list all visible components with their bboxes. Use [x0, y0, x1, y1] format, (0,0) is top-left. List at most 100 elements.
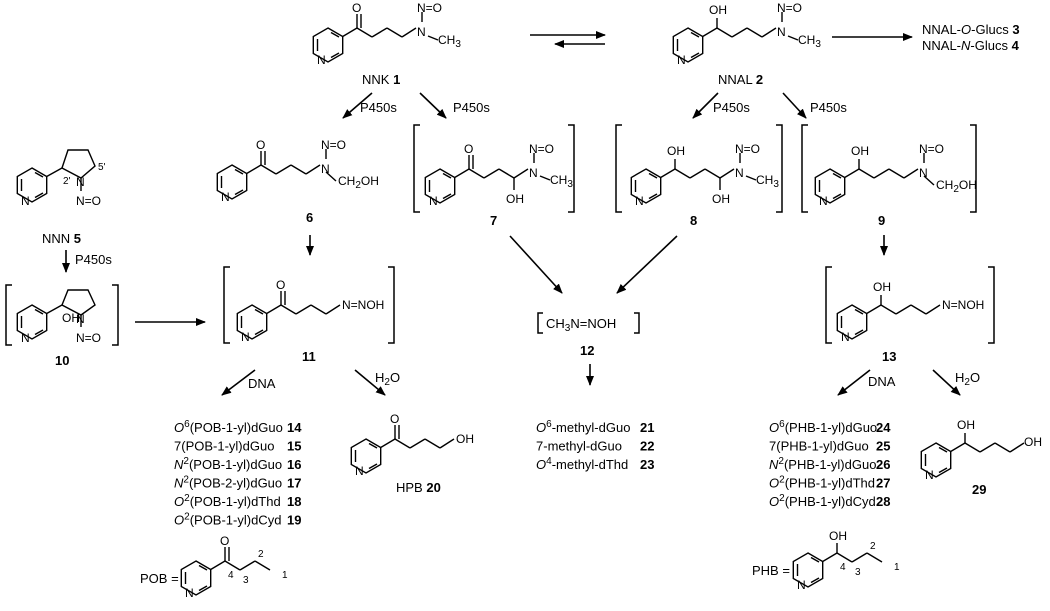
phb-label: PHB = [752, 563, 790, 578]
adduct-entry: 7(POB-1-yl)dGuo [174, 439, 274, 454]
adduct-entry: N2(POB-1-yl)dGuo [174, 456, 282, 472]
compound-8: OH N N N=O OH CH3 8 [615, 124, 783, 228]
pob-label: POB = [140, 571, 179, 586]
adduct-entry: N2(PHB-1-yl)dGuo [769, 456, 876, 472]
adduct-number: 27 [876, 476, 890, 491]
atom-n: N [777, 25, 786, 39]
svg-text:O: O [390, 412, 399, 426]
nnn-name: NNN [42, 231, 70, 246]
svg-text:1: 1 [282, 570, 288, 581]
adduct-entry: O2(PHB-1-yl)dThd [769, 475, 875, 491]
svg-text:N=O: N=O [76, 331, 101, 345]
adduct-entry: N2(POB-2-yl)dGuo [174, 475, 282, 491]
nnk-name: NNK [362, 72, 390, 87]
svg-text:N: N [925, 468, 934, 482]
svg-text:CH3: CH3 [438, 33, 461, 50]
adduct-number: 18 [287, 494, 301, 509]
p450-arrow [692, 92, 719, 119]
phb-legend: PHB = OH N 4 3 2 1 [752, 529, 900, 592]
adduct-entry: O2(POB-1-yl)dCyd [174, 512, 281, 528]
svg-text:OH: OH [957, 418, 975, 432]
adduct-number: 26 [876, 457, 890, 472]
adduct-number: 28 [876, 494, 890, 509]
svg-text:2: 2 [258, 549, 264, 560]
svg-text:N: N [797, 578, 806, 592]
svg-text:N: N [841, 330, 850, 344]
svg-text:N: N [429, 194, 438, 208]
methyldiazohydroxide: CH3N=NOH [546, 316, 616, 334]
svg-text:N: N [529, 166, 538, 180]
adduct-number: 16 [287, 457, 301, 472]
p450-arrow [782, 92, 807, 119]
compound-12: CH3N=NOH 12 [537, 312, 640, 358]
nnk-structure: O N N N=O CH3 NNK 1 [312, 1, 461, 87]
svg-text:N: N [185, 586, 194, 600]
compound-6-number: 6 [306, 210, 313, 225]
hpb-structure: O N OH HPB 20 [350, 412, 474, 495]
svg-text:N=O: N=O [76, 194, 101, 208]
h2o-label: H2O [955, 370, 980, 388]
svg-text:N=O: N=O [529, 142, 554, 156]
svg-text:OH: OH [873, 280, 891, 294]
svg-text:4: 4 [840, 562, 846, 573]
compound-10: N N N=O OH 10 [5, 284, 119, 368]
compound-29: OH N OH 29 [920, 418, 1042, 497]
adduct-entry: 7-methyl-dGuo [536, 439, 622, 454]
adduct-entry: O2(PHB-1-yl)dCyd [769, 493, 876, 509]
nnn-structure: N N N=O 2' 5' NNN 5 [16, 149, 106, 246]
nnk-number: 1 [393, 72, 400, 87]
nnal-name: NNAL [718, 72, 752, 87]
adduct-entry: 7(PHB-1-yl)dGuo [769, 439, 869, 454]
atom-n: N [677, 53, 686, 67]
svg-text:NNK 1: NNK 1 [362, 72, 400, 87]
svg-text:N: N [76, 312, 85, 326]
svg-text:N: N [635, 194, 644, 208]
svg-text:N: N [321, 162, 330, 176]
svg-text:CH2OH: CH2OH [936, 178, 977, 195]
adduct-number: 15 [287, 439, 301, 454]
compound-12-number: 12 [580, 343, 594, 358]
svg-text:N=O: N=O [321, 138, 346, 152]
compound-11-number: 11 [302, 349, 316, 364]
position-5prime: 5' [98, 162, 106, 173]
pob-legend: POB = O N 4 3 2 1 [140, 534, 288, 600]
adduct-number: 24 [876, 420, 891, 435]
svg-text:N=O: N=O [919, 142, 944, 156]
svg-text:N=NOH: N=NOH [342, 298, 384, 312]
glucs-4-label: NNAL-N-Glucs 4 [922, 38, 1020, 53]
svg-text:N: N [76, 175, 85, 189]
nnal-number: 2 [756, 72, 763, 87]
adduct-number: 19 [287, 513, 301, 528]
svg-text:4: 4 [228, 570, 234, 581]
atom-o: O [352, 1, 361, 15]
svg-text:CH3: CH3 [756, 173, 779, 190]
p450-label: P450s [360, 100, 397, 115]
position-2prime: 2' [63, 176, 71, 187]
compound-11: O N N=NOH 11 [223, 266, 395, 364]
h2o-arrow [932, 369, 961, 396]
adduct-entry: O6-methyl-dGuo [536, 419, 630, 435]
to-12-arrow [616, 235, 678, 294]
adduct-entry: O4-methyl-dThd [536, 456, 628, 472]
compound-7-number: 7 [490, 213, 497, 228]
svg-text:3: 3 [243, 575, 249, 586]
svg-text:N: N [221, 190, 230, 204]
svg-text:OH: OH [1024, 435, 1042, 449]
dna-label: DNA [868, 374, 896, 389]
h2o-arrow [354, 369, 386, 396]
svg-text:2: 2 [870, 541, 876, 552]
h2o-label: H2O [375, 370, 400, 388]
adduct-entry: O6(POB-1-yl)dGuo [174, 419, 283, 435]
svg-text:N: N [355, 464, 364, 478]
compound-29-number: 29 [972, 482, 986, 497]
glucs-3-label: NNAL-O-Glucs 3 [922, 22, 1020, 37]
dna-label: DNA [248, 376, 276, 391]
p450-label: P450s [713, 100, 750, 115]
svg-text:3: 3 [855, 567, 861, 578]
atom-no: N=O [417, 1, 442, 15]
svg-text:OH: OH [667, 144, 685, 158]
svg-text:N: N [819, 194, 828, 208]
